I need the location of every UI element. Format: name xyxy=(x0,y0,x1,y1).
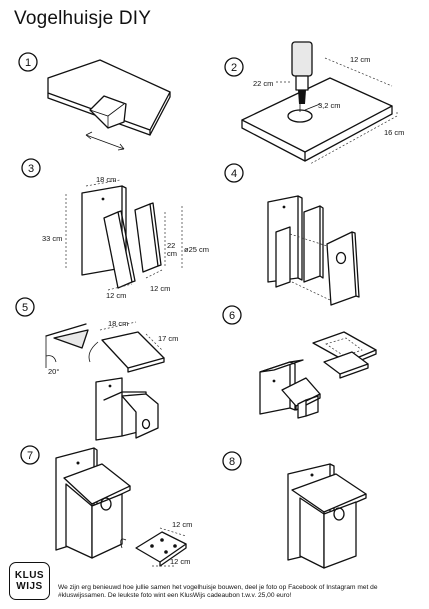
step-7-top-label: 12 cm xyxy=(172,520,192,529)
kluswijs-logo: KLUS WIJS xyxy=(9,562,50,600)
step-8-number: 8 xyxy=(229,456,235,468)
step-1-motion-arrow xyxy=(85,134,125,150)
step-3-top-label: 18 cm xyxy=(96,175,116,184)
step-7: 7 12 cm 12 cm xyxy=(20,445,192,567)
step-3-circle xyxy=(21,158,41,178)
step-7-bottom-label: 12 cm xyxy=(170,557,190,566)
step-4-number: 4 xyxy=(231,168,237,180)
step-1: 1 xyxy=(18,52,171,151)
step-2-drill-label: 22 cm xyxy=(253,79,273,88)
step-6-circle xyxy=(222,305,242,325)
step-2-width-label: 12 cm xyxy=(350,55,370,64)
step-2: 2 12 cm 22 cm 3,2 cm 16 cm xyxy=(224,41,404,165)
step-2-width-line xyxy=(324,57,393,87)
step-5-front-panel xyxy=(121,393,159,439)
logo-line-2: WIJS xyxy=(16,581,43,592)
step-3-bottom-left-label: 12 cm xyxy=(106,291,126,300)
step-8-entrance-hole xyxy=(333,507,345,521)
step-4-side-right xyxy=(303,205,321,283)
step-4-circle xyxy=(224,163,244,183)
step-6: 6 xyxy=(222,305,377,419)
step-4-side-left xyxy=(275,226,291,288)
step-4-entrance-hole xyxy=(335,251,347,265)
step-7-circle xyxy=(20,445,40,465)
step-4-front-panel xyxy=(326,231,357,306)
step-7-entrance-hole xyxy=(100,497,112,511)
step-2-drill xyxy=(291,41,313,77)
step-5-roof-board xyxy=(101,331,165,369)
step-2-hole-label: 3,2 cm xyxy=(318,101,341,110)
step-5-back-panel xyxy=(95,377,123,441)
step-2-circle xyxy=(224,57,244,77)
step-3-mid-b-label: cm xyxy=(167,249,177,258)
step-6-number: 6 xyxy=(229,310,235,322)
step-3-bottom-right-label: 12 cm xyxy=(150,284,170,293)
step-5-saw-guide xyxy=(53,329,89,349)
step-1-sanding-block xyxy=(89,95,127,129)
step-5-circle xyxy=(15,297,35,317)
step-3: 3 18 cm 33 cm 22 cm ø25 cm 12 cm 12 cm xyxy=(21,158,209,300)
step-5: 5 20° 18 cm 17 cm xyxy=(15,297,178,441)
logo-line-1: KLUS xyxy=(14,570,45,581)
step-7-number: 7 xyxy=(27,450,33,462)
step-2-board xyxy=(241,77,393,153)
step-3-number: 3 xyxy=(28,163,34,175)
step-8-circle xyxy=(222,451,242,471)
step-3-mid-a-label: 22 xyxy=(167,241,175,250)
step-8-front xyxy=(323,501,357,569)
step-2-length-label: 16 cm xyxy=(384,128,404,137)
step-1-circle xyxy=(18,52,38,72)
step-8: 8 xyxy=(222,451,367,569)
page-title: Vogelhuisje DIY xyxy=(14,8,152,29)
step-3-right-label: ø25 cm xyxy=(184,245,209,254)
footer-text: We zijn erg benieuwd hoe jullie samen he… xyxy=(58,584,378,599)
step-3-height-label: 33 cm xyxy=(42,234,62,243)
step-2-number: 2 xyxy=(231,62,237,74)
step-4: 4 xyxy=(224,163,360,306)
step-1-number: 1 xyxy=(25,57,31,69)
step-5-number: 5 xyxy=(22,302,28,314)
step-7-front xyxy=(91,493,123,559)
step-5-roof-width-label: 18 cm xyxy=(108,319,128,328)
step-5-angle-label: 20° xyxy=(48,367,59,376)
step-1-board xyxy=(47,59,171,131)
step-5-roof-depth-label: 17 cm xyxy=(158,334,178,343)
